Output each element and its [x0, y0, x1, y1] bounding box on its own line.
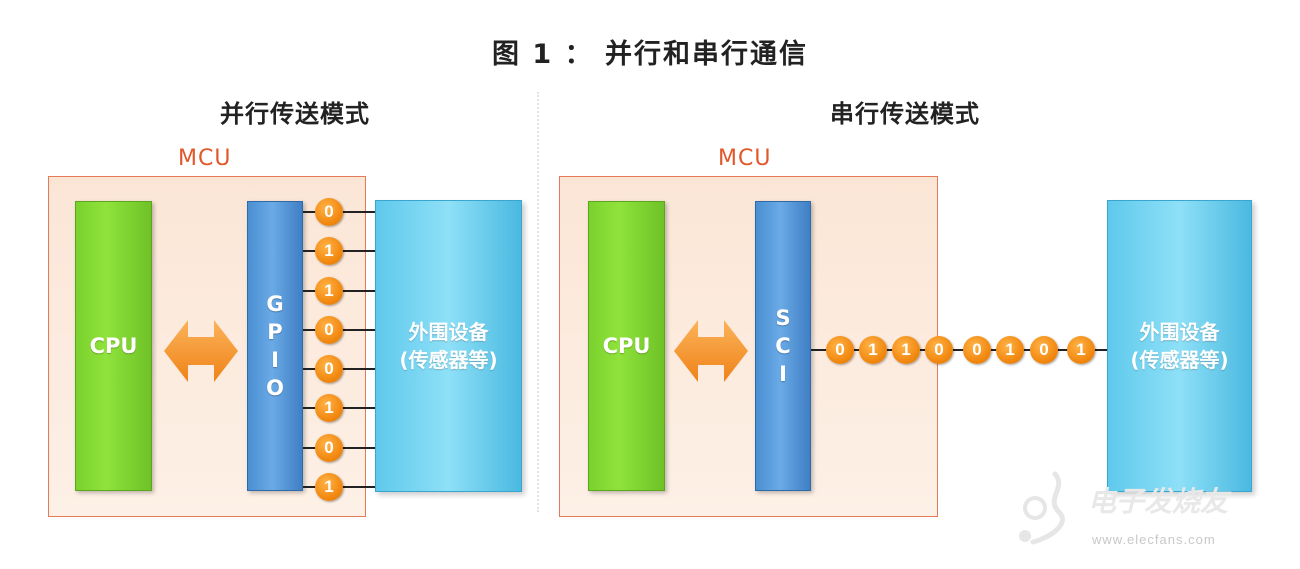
parallel-heading: 并行传送模式: [220, 100, 370, 128]
sci-block: S C I: [755, 201, 811, 491]
sci-letter-i: I: [779, 362, 787, 386]
parallel-bit: 0: [315, 434, 343, 462]
serial-heading: 串行传送模式: [830, 100, 980, 128]
gpio-letter-g: G: [266, 292, 284, 316]
parallel-bit: 0: [315, 355, 343, 383]
serial-bidirectional-arrow-icon: [674, 320, 748, 382]
parallel-bit: 0: [315, 198, 343, 226]
serial-peripheral-block: 外围设备 (传感器等): [1107, 200, 1252, 492]
panel-divider: [537, 92, 539, 512]
watermark-url: www.elecfans.com: [1092, 532, 1216, 547]
watermark-logo-icon: [1019, 471, 1065, 545]
gpio-letter-p: P: [267, 320, 283, 344]
parallel-mcu-label: MCU: [178, 146, 232, 171]
serial-peripheral-line2: (传感器等): [1130, 348, 1229, 372]
serial-bit: 1: [1067, 336, 1095, 364]
parallel-bit: 1: [315, 473, 343, 501]
sci-letter-c: C: [775, 334, 791, 358]
gpio-letter-o: O: [266, 376, 284, 400]
serial-bit: 1: [892, 336, 920, 364]
parallel-cpu-label: CPU: [89, 334, 138, 358]
watermark-brand: 电子发烧友: [1088, 485, 1229, 518]
figure-title: 图 1 ： 并行和串行通信: [492, 39, 808, 70]
serial-bit: 0: [963, 336, 991, 364]
parallel-bit: 1: [315, 277, 343, 305]
gpio-letter-i: I: [271, 348, 279, 372]
parallel-peripheral-line1: 外围设备: [408, 320, 489, 344]
parallel-cpu-block: CPU: [75, 201, 152, 491]
parallel-bit: 0: [315, 316, 343, 344]
serial-bit: 0: [826, 336, 854, 364]
parallel-bidirectional-arrow-icon: [164, 320, 238, 382]
parallel-peripheral-line2: (传感器等): [399, 348, 498, 372]
gpio-block: G P I O: [247, 201, 303, 491]
parallel-bit: 1: [315, 237, 343, 265]
parallel-peripheral-block: 外围设备 (传感器等): [375, 200, 522, 492]
parallel-bit: 1: [315, 394, 343, 422]
sci-letter-s: S: [775, 306, 791, 330]
serial-peripheral-line1: 外围设备: [1139, 320, 1220, 344]
serial-wire: [811, 349, 1107, 351]
serial-bit: 1: [859, 336, 887, 364]
serial-bit: 1: [996, 336, 1024, 364]
serial-cpu-block: CPU: [588, 201, 665, 491]
serial-bit: 0: [925, 336, 953, 364]
serial-mcu-label: MCU: [718, 146, 772, 171]
serial-bit: 0: [1030, 336, 1058, 364]
serial-cpu-label: CPU: [602, 334, 651, 358]
